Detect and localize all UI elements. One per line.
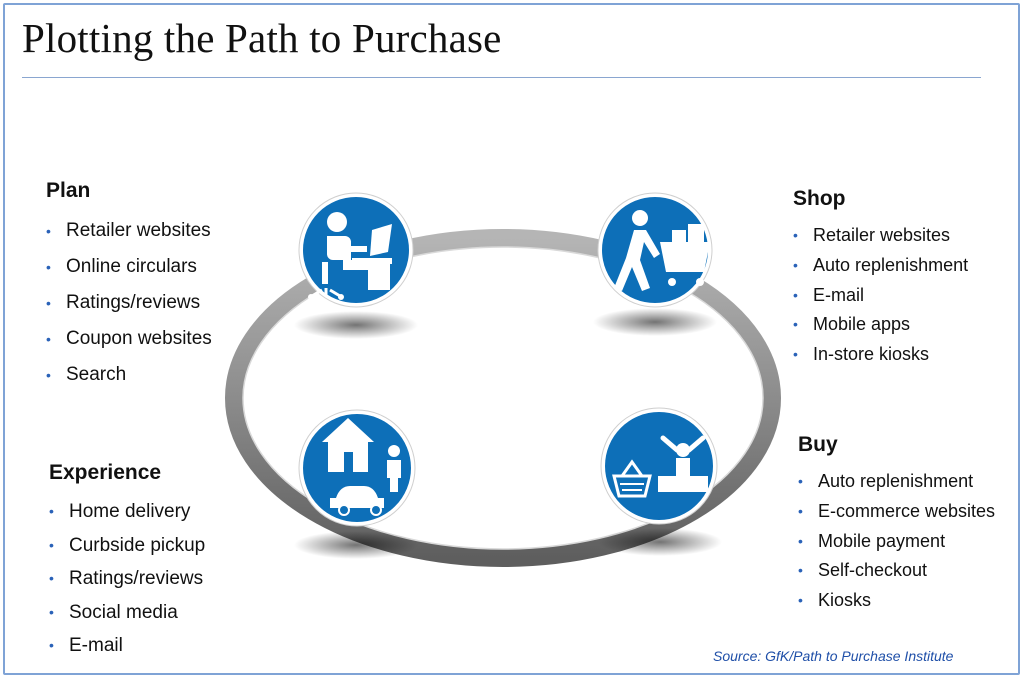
source-note: Source: GfK/Path to Purchase Institute [713, 648, 954, 664]
plan-title: Plan [46, 179, 91, 202]
experience-group: Experience Home delivery Curbside pickup… [49, 461, 205, 663]
list-item: Retailer websites [793, 221, 968, 251]
home-delivery-icon [298, 409, 416, 527]
list-item: Mobile payment [798, 527, 995, 557]
buy-list: Auto replenishment E-commerce websites M… [798, 467, 995, 616]
list-item: Ratings/reviews [49, 562, 205, 596]
list-item: Self-checkout [798, 556, 995, 586]
buy-group: Buy Auto replenishment E-commerce websit… [798, 433, 995, 616]
list-item: E-mail [793, 281, 968, 311]
icon-shadow [598, 528, 722, 556]
plan-list: Retailer websites Online circulars Ratin… [46, 213, 212, 393]
list-item: Social media [49, 596, 205, 630]
shop-title: Shop [793, 187, 846, 210]
list-item: E-mail [49, 629, 205, 663]
buy-title: Buy [798, 433, 838, 456]
list-item: Online circulars [46, 249, 212, 285]
page-title: Plotting the Path to Purchase [22, 15, 502, 61]
list-item: Kiosks [798, 586, 995, 616]
list-item: Retailer websites [46, 213, 212, 249]
icon-shadow [294, 311, 418, 339]
list-item: E-commerce websites [798, 497, 995, 527]
shop-group: Shop Retailer websites Auto replenishmen… [793, 187, 968, 370]
list-item: Mobile apps [793, 310, 968, 340]
person-at-desk-icon [298, 192, 414, 308]
experience-title: Experience [49, 461, 162, 484]
checkout-basket-icon [600, 407, 718, 525]
slide-frame [3, 3, 1020, 675]
list-item: Coupon websites [46, 321, 212, 357]
experience-list: Home delivery Curbside pickup Ratings/re… [49, 495, 205, 663]
list-item: Search [46, 357, 212, 393]
cycle-ring [225, 229, 781, 567]
list-item: Curbside pickup [49, 529, 205, 563]
list-item: Auto replenishment [798, 467, 995, 497]
shopping-cart-icon [597, 192, 713, 308]
plan-group: Plan Retailer websites Online circulars … [46, 179, 212, 393]
shop-list: Retailer websites Auto replenishment E-m… [793, 221, 968, 370]
icon-shadow [294, 531, 418, 559]
list-item: Home delivery [49, 495, 205, 529]
title-divider [22, 77, 981, 78]
list-item: Auto replenishment [793, 251, 968, 281]
list-item: In-store kiosks [793, 340, 968, 370]
list-item: Ratings/reviews [46, 285, 212, 321]
icon-shadow [593, 308, 717, 336]
